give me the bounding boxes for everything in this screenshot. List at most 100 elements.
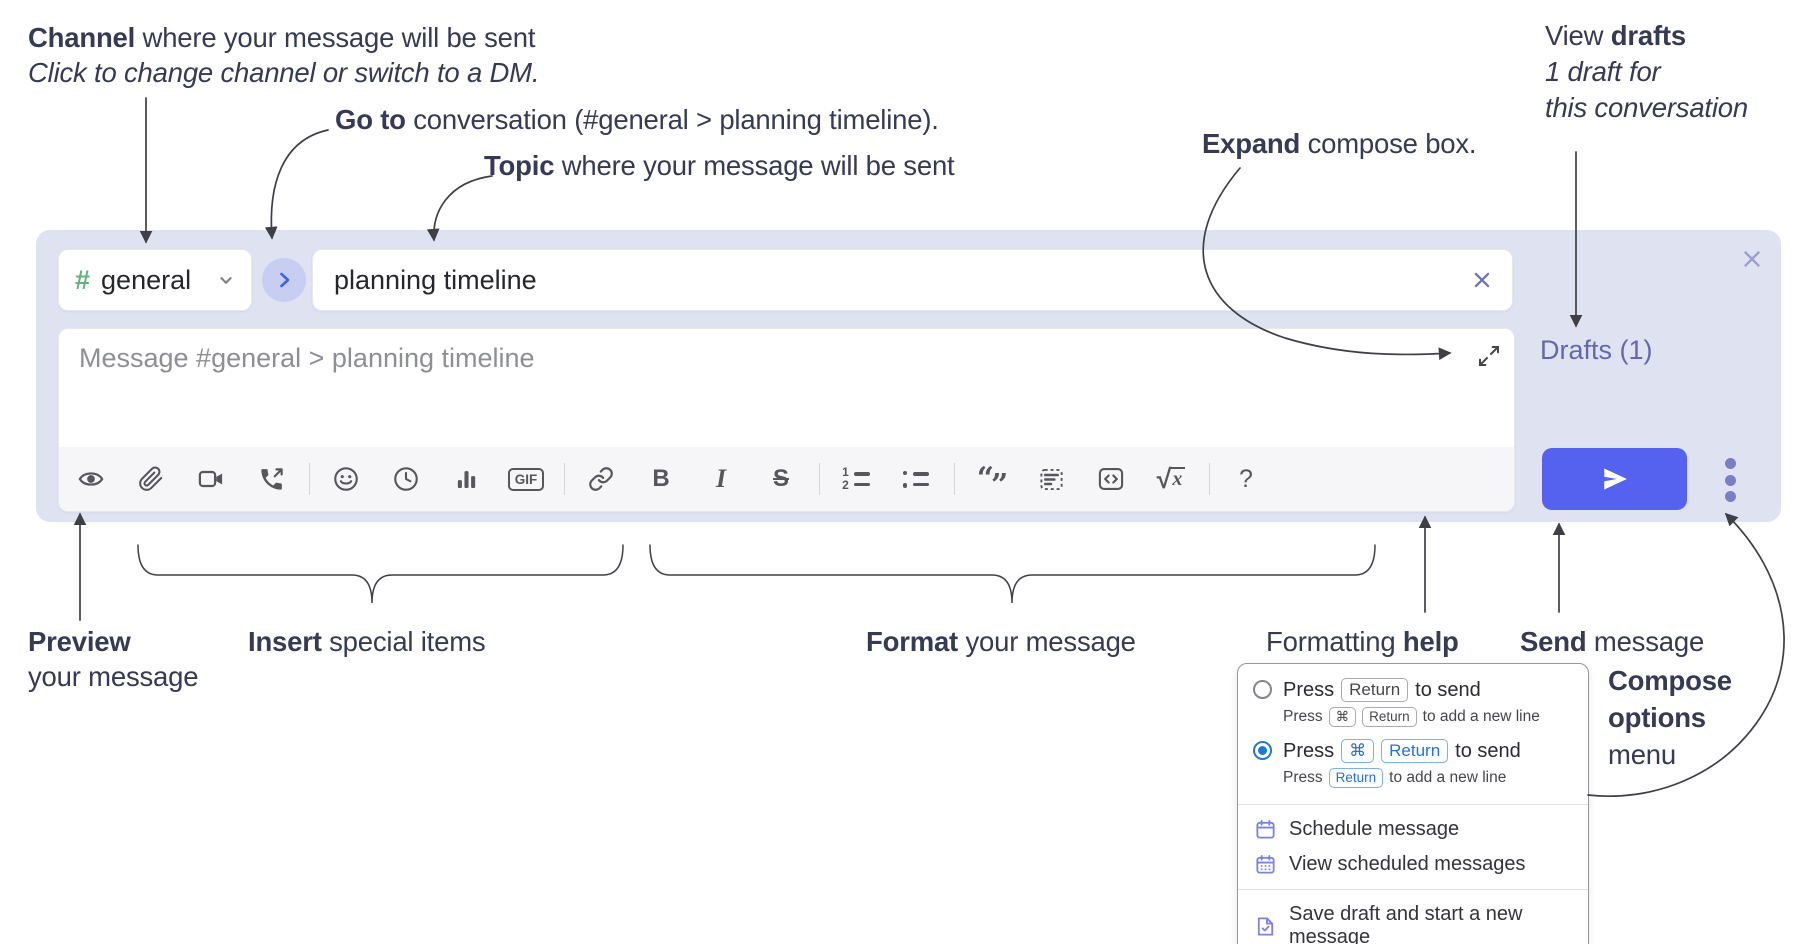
attach-file-button[interactable] xyxy=(131,459,171,499)
code-icon xyxy=(1098,468,1124,490)
bold-icon: B xyxy=(652,465,670,492)
message-box: Message #general > planning timeline xyxy=(58,328,1515,512)
gif-icon: GIF xyxy=(507,467,545,491)
channel-hash-icon: # xyxy=(75,264,91,295)
calendar-grid-icon xyxy=(1256,854,1275,874)
menu-divider xyxy=(1238,804,1588,805)
cmd-return-to-send-option[interactable]: Press ⌘ Return to send xyxy=(1238,736,1588,764)
schedule-message-item[interactable]: Schedule message xyxy=(1238,812,1588,847)
italic-button[interactable]: I xyxy=(701,459,741,499)
chevron-right-icon xyxy=(280,272,290,288)
return-key: Return xyxy=(1381,738,1449,764)
toolbar-divider xyxy=(564,463,565,495)
video-camera-icon xyxy=(198,470,223,488)
menu-divider xyxy=(1238,889,1588,890)
format-annotation: Format your message xyxy=(866,626,1136,657)
bulleted-list-icon xyxy=(902,470,930,488)
cmd-return-to-send-option-sub: Press Return to add a new line xyxy=(1238,764,1588,797)
audio-call-button[interactable] xyxy=(251,459,291,499)
clock-icon xyxy=(394,467,418,491)
chevron-down-icon xyxy=(220,277,232,284)
insert-annotation: Insert special items xyxy=(248,626,486,657)
quote-icon: “” xyxy=(976,461,1009,503)
emoji-button[interactable] xyxy=(326,459,366,499)
return-key: Return xyxy=(1341,677,1409,703)
expand-annotation: Expand compose box. xyxy=(1202,128,1477,159)
strikethrough-icon: S xyxy=(772,465,789,492)
close-icon xyxy=(1744,251,1760,267)
view-drafts-annotation: View drafts 1 draft for this conversatio… xyxy=(1545,20,1748,123)
radio-unselected-icon[interactable] xyxy=(1253,680,1272,699)
return-key: Return xyxy=(1362,706,1417,728)
message-composer: # general Message #genera xyxy=(36,230,1781,522)
blockquote-button[interactable]: “” xyxy=(971,459,1011,503)
expand-compose-button[interactable] xyxy=(1474,341,1504,371)
formatting-help-annotation: Formatting help xyxy=(1266,626,1459,657)
topic-input[interactable] xyxy=(332,263,1468,297)
code-block-icon xyxy=(1039,468,1063,490)
expand-icon xyxy=(1479,346,1499,366)
cmd-key: ⌘ xyxy=(1341,738,1375,764)
view-scheduled-messages-item[interactable]: View scheduled messages xyxy=(1238,847,1588,882)
phone-call-icon xyxy=(260,467,283,490)
message-input[interactable]: Message #general > planning timeline xyxy=(79,343,535,373)
composer-toolbar: GIF B I S xyxy=(59,447,1514,511)
format-group-brace xyxy=(649,544,1376,604)
toolbar-divider xyxy=(1209,463,1210,495)
topic-field xyxy=(312,249,1513,311)
compose-options-menu: Press Return to send Press ⌘ Return to a… xyxy=(1237,663,1589,944)
save-draft-item[interactable]: Save draft and start a new message xyxy=(1238,897,1588,944)
topic-annotation: Topic where your message will be sent xyxy=(484,150,955,181)
recent-items-button[interactable] xyxy=(386,459,426,499)
channel-name: general xyxy=(101,264,192,295)
cmd-key: ⌘ xyxy=(1328,706,1357,728)
formatting-help-button[interactable]: ? xyxy=(1226,459,1266,499)
send-annotation: Send message xyxy=(1520,626,1705,657)
eye-icon xyxy=(78,472,104,486)
insert-group-brace xyxy=(137,544,624,604)
compose-options-annotation: Compose options menu xyxy=(1608,665,1732,770)
bold-button[interactable]: B xyxy=(641,459,681,499)
kebab-menu-icon xyxy=(1724,458,1736,469)
radio-selected-icon[interactable] xyxy=(1253,741,1272,760)
italic-icon: I xyxy=(715,464,727,493)
preview-button[interactable] xyxy=(71,459,111,499)
toolbar-divider xyxy=(819,463,820,495)
calendar-icon xyxy=(1256,819,1275,839)
link-button[interactable] xyxy=(581,459,621,499)
return-to-send-option-sub: Press ⌘ Return to add a new line xyxy=(1238,703,1588,736)
toolbar-divider xyxy=(954,463,955,495)
paperclip-icon xyxy=(139,466,163,491)
code-button[interactable] xyxy=(1091,459,1131,499)
toolbar-divider xyxy=(309,463,310,495)
code-block-button[interactable] xyxy=(1031,459,1071,499)
close-composer-button[interactable] xyxy=(1736,243,1768,275)
draft-document-check-icon xyxy=(1257,916,1274,936)
channel-annotation: Channel where your message will be sent … xyxy=(28,22,540,88)
video-clip-button[interactable] xyxy=(191,459,231,499)
help-icon: ? xyxy=(1239,464,1253,493)
goto-conversation-button[interactable] xyxy=(262,258,306,302)
preview-annotation: Preview your message xyxy=(28,626,199,692)
channel-selector[interactable]: # general xyxy=(58,249,252,311)
return-key: Return xyxy=(1328,767,1384,789)
drafts-link[interactable]: Drafts (1) xyxy=(1540,335,1653,365)
send-button[interactable] xyxy=(1542,448,1687,510)
formula-button[interactable]: √x xyxy=(1151,459,1191,499)
clear-topic-icon[interactable] xyxy=(1468,266,1496,294)
send-paper-plane-icon xyxy=(1603,468,1627,490)
goto-annotation: Go to conversation (#general > planning … xyxy=(335,104,939,135)
strikethrough-button[interactable]: S xyxy=(761,459,801,499)
bar-chart-icon xyxy=(457,470,475,488)
smiley-icon xyxy=(334,467,358,491)
goto-connector-line xyxy=(264,129,329,240)
formula-icon: √x xyxy=(1157,466,1186,493)
bulleted-list-button[interactable] xyxy=(896,459,936,499)
return-to-send-option[interactable]: Press Return to send xyxy=(1238,675,1588,703)
poll-button[interactable] xyxy=(446,459,486,499)
gif-button[interactable]: GIF xyxy=(506,459,546,499)
compose-options-button[interactable] xyxy=(1712,452,1748,508)
